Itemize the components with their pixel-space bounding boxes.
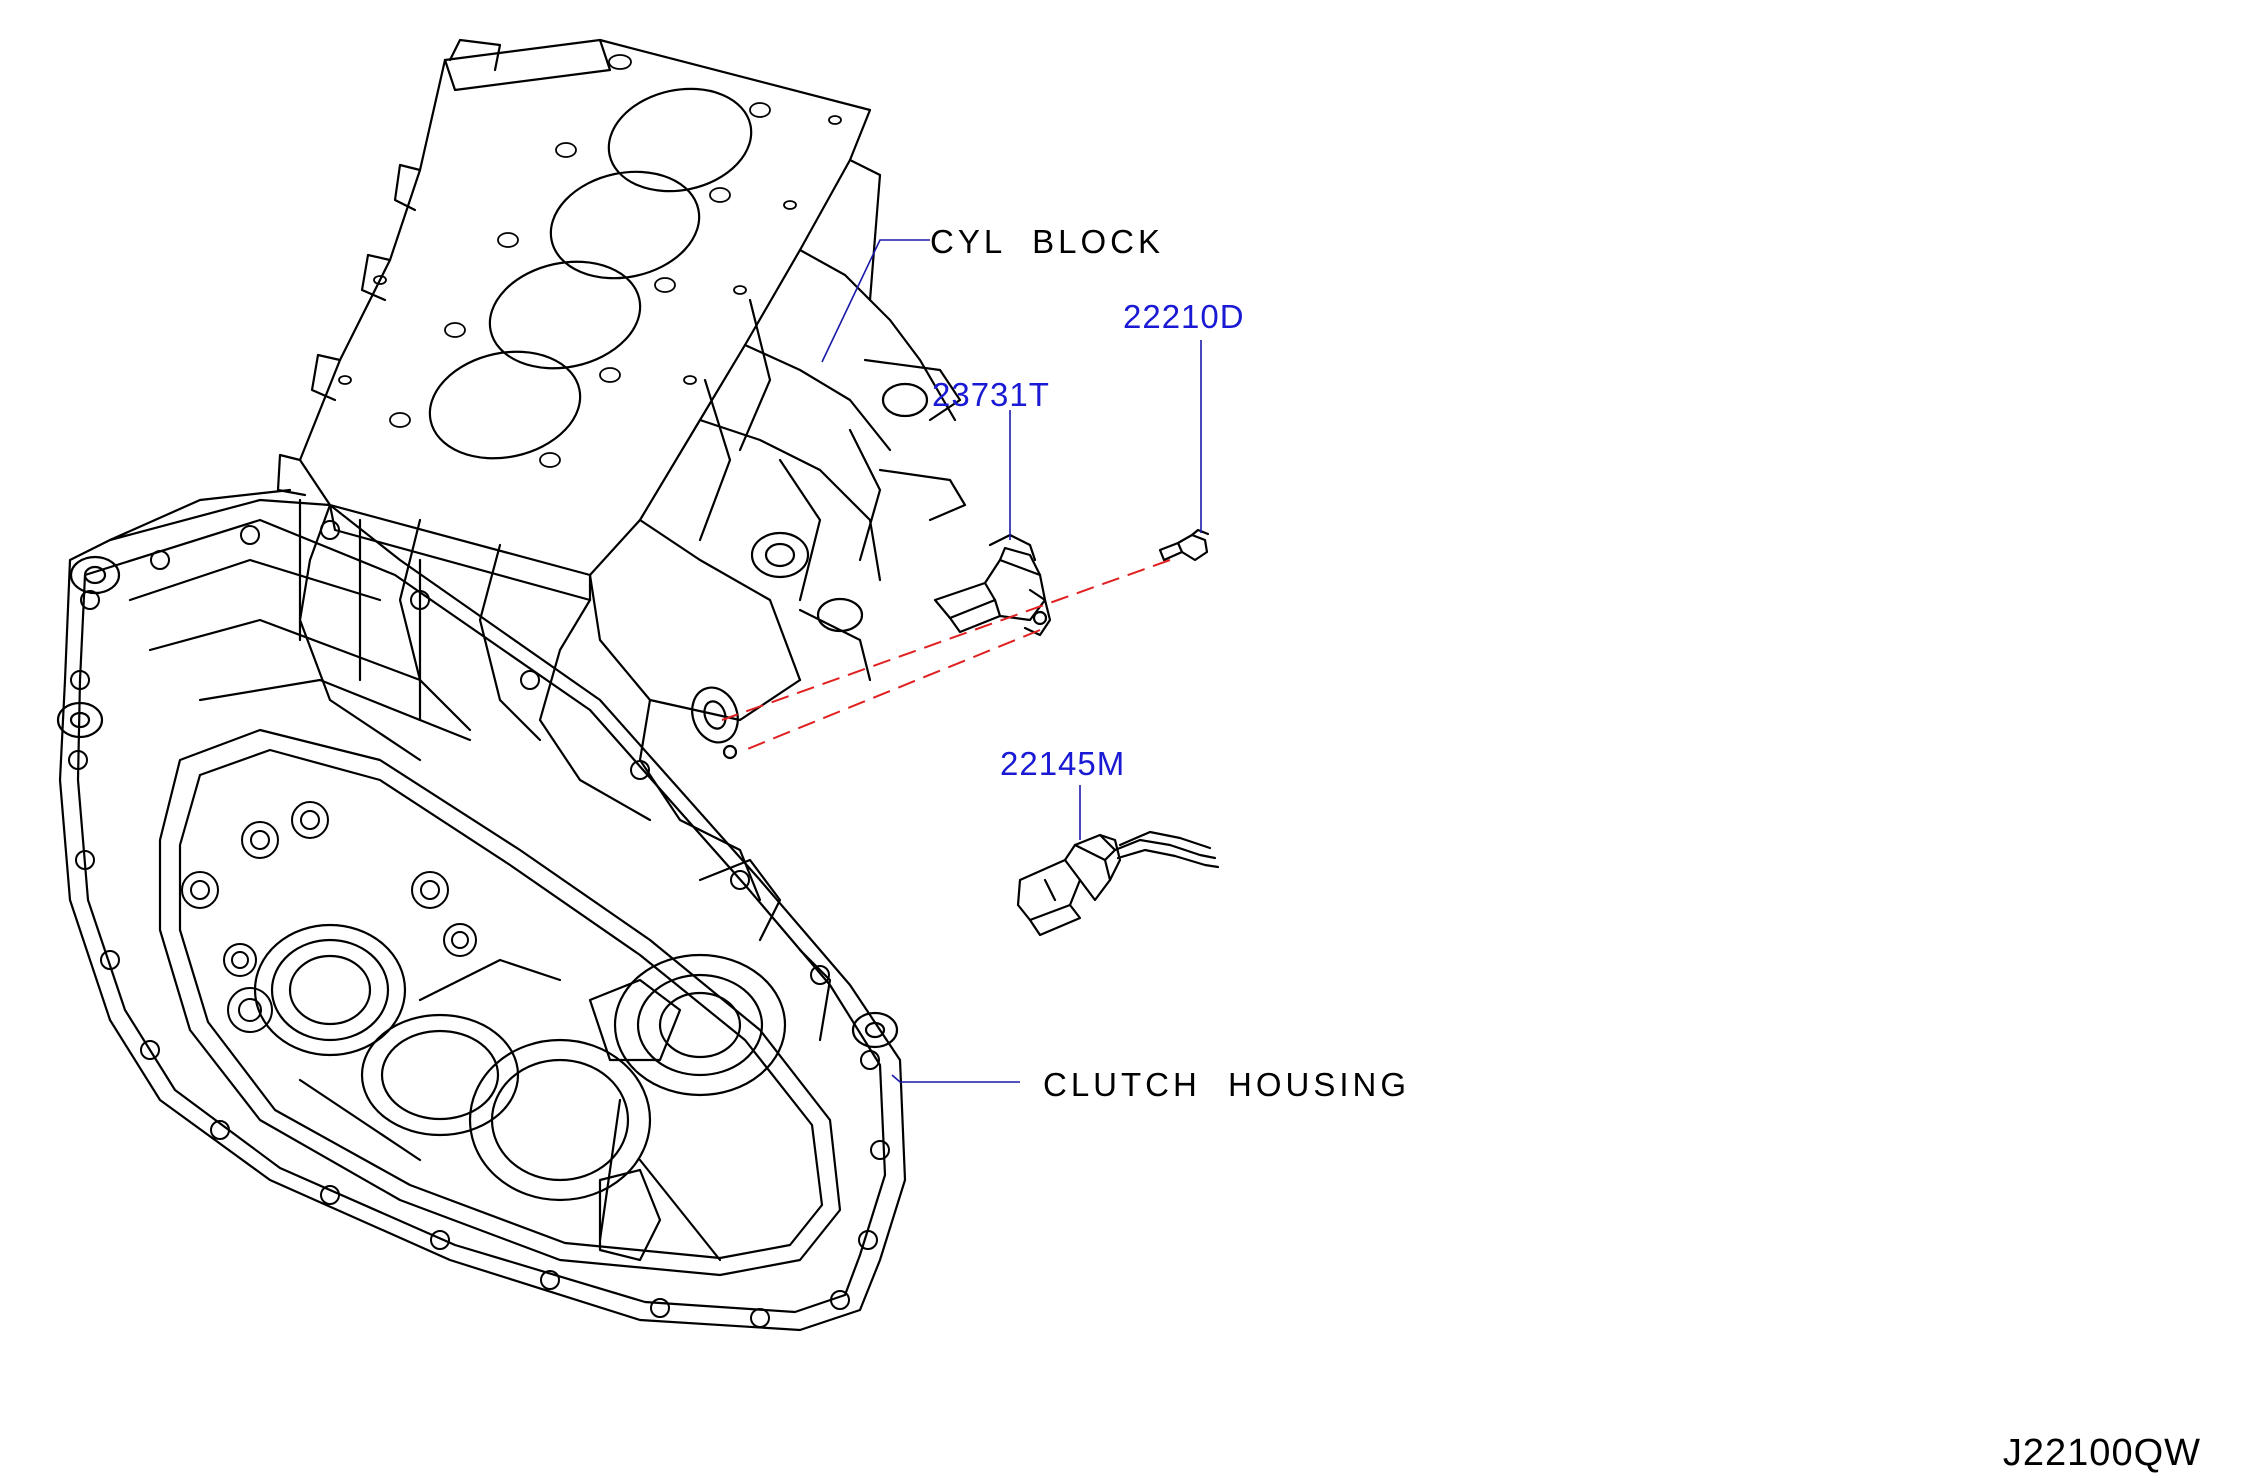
cylinder-block <box>276 38 967 902</box>
cyl-block-label: CYL BLOCK <box>930 223 1165 260</box>
bolt-icon <box>1158 528 1210 562</box>
leader-clutch-housing <box>891 1074 1020 1083</box>
leader-cyl-block <box>821 239 930 363</box>
part-number-23731T[interactable]: 23731T <box>932 376 1050 413</box>
connector-harness-icon <box>1016 830 1220 937</box>
clutch-housing <box>56 488 907 1332</box>
guide-line-upper <box>721 559 1171 721</box>
clutch-housing-label: CLUTCH HOUSING <box>1043 1066 1411 1103</box>
diagram-code: J22100QW <box>2002 1432 2201 1474</box>
sensor-icon <box>933 533 1052 637</box>
leader-lines <box>821 239 1202 1083</box>
dashed-guide-lines <box>721 559 1171 753</box>
part-number-22145M[interactable]: 22145M <box>1000 745 1126 782</box>
part-number-22210D[interactable]: 22210D <box>1123 298 1245 335</box>
